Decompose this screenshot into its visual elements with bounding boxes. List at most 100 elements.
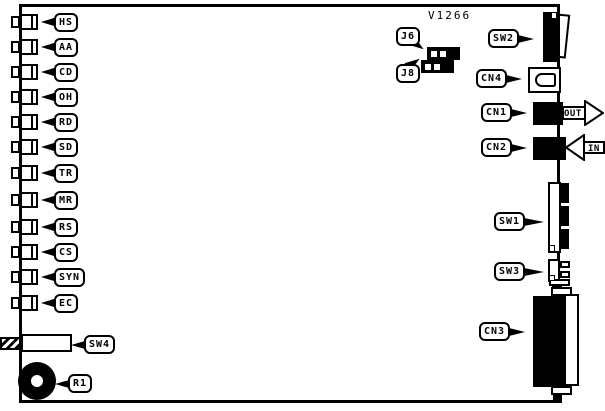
leader-arrow-icon bbox=[41, 248, 54, 256]
leader-arrow-icon bbox=[524, 217, 545, 226]
leader-arrow-icon bbox=[518, 34, 535, 43]
led-label-aa: AA bbox=[54, 37, 79, 57]
leader-arrow-icon bbox=[511, 143, 528, 152]
led-row-aa: AA bbox=[11, 37, 79, 57]
led-indicator bbox=[20, 39, 38, 55]
sw1-detail bbox=[549, 245, 555, 252]
led-row-oh: OH bbox=[11, 87, 79, 107]
led-indicator bbox=[20, 192, 38, 208]
led-row-rd: RD bbox=[11, 112, 79, 132]
jumper-j6-block bbox=[427, 47, 460, 60]
sw3-label: SW3 bbox=[494, 262, 526, 281]
cn3-post-bottom bbox=[553, 394, 562, 403]
jumper-pin bbox=[440, 50, 446, 57]
led-label-rd: RD bbox=[54, 112, 79, 132]
led-indicator bbox=[20, 295, 38, 311]
led-row-rs: RS bbox=[11, 217, 79, 237]
sw1-label: SW1 bbox=[494, 212, 526, 231]
led-edge-stub bbox=[11, 141, 20, 153]
leader-arrow-icon bbox=[41, 118, 54, 126]
led-label-cd: CD bbox=[54, 62, 79, 82]
led-label-sd: SD bbox=[54, 137, 79, 157]
leader-arrow-icon bbox=[41, 299, 54, 307]
cn3-label: CN3 bbox=[479, 322, 511, 341]
leader-arrow-icon bbox=[524, 267, 545, 276]
cn3-shell bbox=[564, 294, 579, 386]
cn4-label: CN4 bbox=[476, 69, 508, 88]
led-label-syn: SYN bbox=[54, 267, 86, 287]
edge-connector-hatch bbox=[0, 337, 21, 350]
sw1-lead: SW1 bbox=[494, 212, 545, 231]
led-indicator bbox=[20, 64, 38, 80]
cn1-lead: CN1 bbox=[481, 103, 528, 122]
sw3-tab bbox=[560, 261, 570, 268]
cn1-label: CN1 bbox=[481, 103, 513, 122]
led-indicator bbox=[20, 139, 38, 155]
jumper-pin bbox=[425, 63, 431, 70]
leader-arrow-icon bbox=[41, 273, 54, 281]
cn2-connector bbox=[533, 137, 566, 160]
led-row-tr: TR bbox=[11, 163, 79, 183]
led-edge-stub bbox=[11, 167, 20, 179]
sw2-mark bbox=[552, 13, 556, 18]
led-indicator bbox=[20, 14, 38, 30]
leader-arrow-icon bbox=[41, 143, 54, 151]
cn4-jack-opening bbox=[535, 73, 556, 87]
jumper-j6-label: J6 bbox=[396, 27, 421, 46]
led-label-oh: OH bbox=[54, 87, 79, 107]
cn3-tab-bottom bbox=[551, 386, 572, 395]
sw1-dip-strip bbox=[561, 183, 569, 252]
sw2-lead: SW2 bbox=[488, 29, 535, 48]
sw2-switch bbox=[543, 12, 560, 62]
cn3-tab-top bbox=[551, 287, 572, 296]
led-edge-stub bbox=[11, 297, 20, 309]
cn2-label: CN2 bbox=[481, 138, 513, 157]
out-label: OUT bbox=[564, 109, 582, 119]
sw4-lead: SW4 bbox=[71, 335, 116, 354]
led-indicator bbox=[20, 114, 38, 130]
leader-arrow-icon bbox=[41, 93, 54, 101]
led-edge-stub bbox=[11, 91, 20, 103]
leader-arrow-icon bbox=[509, 327, 526, 336]
led-label-ec: EC bbox=[54, 293, 79, 313]
r1-label: R1 bbox=[68, 374, 93, 393]
led-edge-stub bbox=[11, 116, 20, 128]
led-row-cd: CD bbox=[11, 62, 79, 82]
led-label-mr: MR bbox=[54, 190, 79, 210]
cn4-lead: CN4 bbox=[476, 69, 523, 88]
led-edge-stub bbox=[11, 194, 20, 206]
cn3-tab bbox=[549, 279, 570, 286]
led-indicator bbox=[20, 269, 38, 285]
led-edge-stub bbox=[11, 16, 20, 28]
r1-potentiometer bbox=[18, 362, 56, 400]
led-label-rs: RS bbox=[54, 217, 79, 237]
led-label-tr: TR bbox=[54, 163, 79, 183]
cn3-connector bbox=[533, 296, 564, 387]
cn3-lead: CN3 bbox=[479, 322, 526, 341]
leader-arrow-icon bbox=[41, 169, 54, 177]
led-row-hs: HS bbox=[11, 12, 79, 32]
leader-arrow-icon bbox=[41, 68, 54, 76]
jumper-j8-block bbox=[421, 60, 454, 73]
sw3-lead: SW3 bbox=[494, 262, 545, 281]
led-edge-stub bbox=[11, 41, 20, 53]
leader-arrow-icon bbox=[41, 18, 54, 26]
leader-arrow-icon bbox=[511, 108, 528, 117]
led-row-cs: CS bbox=[11, 242, 79, 262]
sw1-switch bbox=[548, 182, 561, 253]
part-number-label: V1266 bbox=[428, 9, 472, 22]
led-row-sd: SD bbox=[11, 137, 79, 157]
led-label-cs: CS bbox=[54, 242, 79, 262]
cn2-lead: CN2 bbox=[481, 138, 528, 157]
led-indicator bbox=[20, 244, 38, 260]
led-edge-stub bbox=[11, 66, 20, 78]
leader-arrow-icon bbox=[71, 340, 85, 349]
led-row-ec: EC bbox=[11, 293, 79, 313]
sw2-label: SW2 bbox=[488, 29, 520, 48]
led-edge-stub bbox=[11, 271, 20, 283]
cn1-connector bbox=[533, 102, 563, 125]
led-label-hs: HS bbox=[54, 12, 79, 32]
led-row-mr: MR bbox=[11, 190, 79, 210]
jumper-j8-label: J8 bbox=[396, 64, 421, 83]
